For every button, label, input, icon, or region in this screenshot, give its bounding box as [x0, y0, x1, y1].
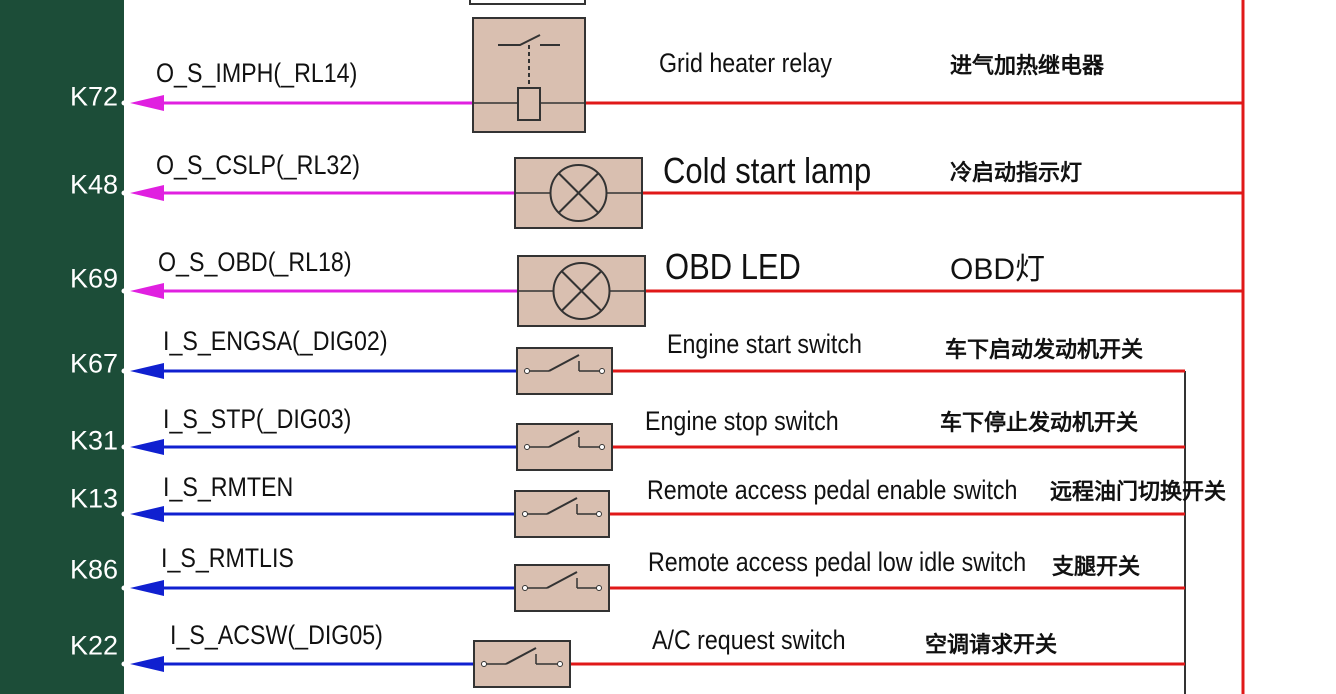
arrow-k13 — [130, 506, 164, 522]
arrow-k69 — [130, 283, 164, 299]
arrow-k31 — [130, 439, 164, 455]
pin-label-k67: K67 — [69, 348, 118, 379]
pin-label-k72: K72 — [69, 81, 118, 112]
component-name-obd-led: OBD LED — [665, 246, 801, 287]
component-name-cn-engine-start: 车下启动发动机开关 — [945, 337, 1144, 362]
switch-blade-k86 — [546, 571, 578, 589]
component-name-engine-stop-switch: Engine stop switch — [645, 406, 839, 436]
signal-label-stp: I_S_STP(_DIG03) — [163, 404, 352, 434]
component-name-cn-relay: 进气加热继电器 — [950, 53, 1105, 78]
switch-terminal-right-k67 — [599, 368, 605, 374]
relay-contact-arm — [498, 34, 541, 46]
component-name-cn-remote-low-idle: 支腿开关 — [1052, 554, 1141, 579]
switch-blade-k31 — [548, 430, 580, 448]
component-name-grid-heater-relay: Grid heater relay — [659, 48, 832, 78]
pin-dot-k86 — [121, 585, 127, 591]
signal-label-acsw: I_S_ACSW(_DIG05) — [170, 620, 383, 650]
switch-blade-k67 — [548, 354, 580, 372]
lamp-cross-b-k69 — [560, 270, 603, 312]
arrow-k22 — [130, 656, 164, 672]
signal-label-cslp: O_S_CSLP(_RL32) — [156, 150, 360, 180]
pin-dot-k31 — [121, 444, 127, 450]
component-name-remote-pedal-low-idle-switch: Remote access pedal low idle switch — [648, 547, 1027, 577]
component-name-engine-start-switch: Engine start switch — [667, 329, 862, 359]
arrow-k86 — [130, 580, 164, 596]
pin-dot-k67 — [121, 368, 127, 374]
arrow-k67 — [130, 363, 164, 379]
signal-label-rmtlis: I_S_RMTLIS — [161, 543, 294, 573]
switch-terminal-right-k31 — [599, 444, 605, 450]
signal-label-obd: O_S_OBD(_RL18) — [158, 247, 352, 277]
pin-dot-k22 — [121, 661, 127, 667]
component-name-cn-remote-enable: 远程油门切换开关 — [1050, 479, 1227, 504]
component-name-cold-start-lamp: Cold start lamp — [663, 150, 872, 191]
lamp-cross-b-k48 — [557, 172, 600, 214]
pin-label-k22: K22 — [69, 630, 118, 661]
switch-blade-k13 — [546, 497, 578, 515]
switch-terminal-left-k13 — [522, 511, 528, 517]
arrow-k72 — [130, 95, 164, 111]
switch-blade-k22 — [505, 647, 537, 665]
connector-strip — [0, 0, 124, 694]
top-component-edge — [469, 0, 586, 5]
component-name-cn-cold-start: 冷启动指示灯 — [950, 160, 1083, 185]
component-name-cn-obd: OBD灯 — [950, 253, 1046, 286]
arrow-k48 — [130, 185, 164, 201]
switch-terminal-left-k67 — [524, 368, 530, 374]
switch-terminal-left-k22 — [481, 661, 487, 667]
component-name-cn-ac-request: 空调请求开关 — [925, 632, 1058, 657]
component-name-cn-engine-stop: 车下停止发动机开关 — [940, 410, 1139, 435]
pin-dot-k48 — [121, 190, 127, 196]
pin-label-k31: K31 — [69, 425, 118, 456]
signal-label-imph: O_S_IMPH(_RL14) — [156, 58, 358, 88]
switch-terminal-right-k13 — [596, 511, 602, 517]
pin-label-k69: K69 — [69, 263, 118, 294]
switch-terminal-right-k22 — [557, 661, 563, 667]
pin-dot-k72 — [121, 100, 127, 106]
component-name-ac-request-switch: A/C request switch — [652, 625, 846, 655]
component-name-remote-pedal-enable-switch: Remote access pedal enable switch — [647, 475, 1018, 505]
pin-dot-k69 — [121, 288, 127, 294]
signal-label-rmten: I_S_RMTEN — [163, 472, 294, 502]
switch-terminal-right-k86 — [596, 585, 602, 591]
pin-label-k86: K86 — [69, 554, 118, 585]
signal-label-engsa: I_S_ENGSA(_DIG02) — [163, 326, 388, 356]
switch-terminal-left-k31 — [524, 444, 530, 450]
relay-coil — [517, 87, 541, 121]
pin-label-k48: K48 — [69, 169, 118, 200]
pin-label-k13: K13 — [69, 483, 118, 514]
switch-terminal-left-k86 — [522, 585, 528, 591]
pin-dot-k13 — [121, 511, 127, 517]
